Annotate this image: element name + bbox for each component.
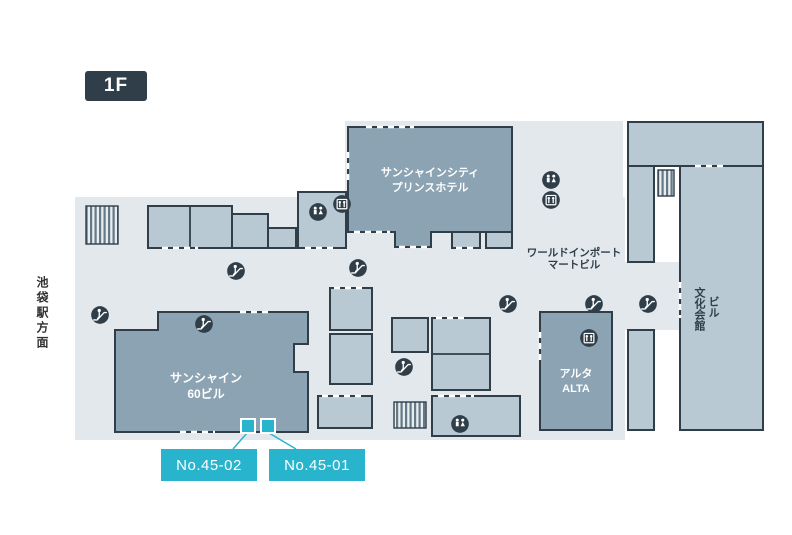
stairs xyxy=(85,205,119,245)
world-import-mart-label: ワールドインポート xyxy=(527,246,622,259)
stairs xyxy=(657,169,675,197)
escalator-icon xyxy=(638,294,658,314)
building-labels: サンシャインシティ プリンスホテル ワールドインポート マートビル 文化会館 ビ… xyxy=(170,166,720,401)
alta-building xyxy=(539,311,613,431)
bunka-kaikan-building xyxy=(627,329,655,431)
room-block xyxy=(391,317,429,353)
elevator-icon xyxy=(332,194,352,214)
escalator-icon xyxy=(394,357,414,377)
bunka-kaikan-building xyxy=(627,121,764,167)
bunka-kaikan-building xyxy=(679,165,764,431)
restroom-icon xyxy=(542,171,560,189)
prince-hotel-label: サンシャインシティ xyxy=(381,166,479,179)
restroom-icon xyxy=(309,203,327,221)
location-marker-45-02[interactable] xyxy=(240,418,256,434)
floor-badge: 1F xyxy=(85,71,147,101)
sunshine-60-label: サンシャイン xyxy=(170,371,242,385)
ad-location-markers xyxy=(232,418,297,450)
leader-line xyxy=(268,432,297,450)
stairs-group xyxy=(85,169,675,429)
escalator-icon xyxy=(194,314,214,334)
prince-hotel-label: プリンスホテル xyxy=(392,180,469,194)
room-block xyxy=(231,213,269,249)
room-block xyxy=(329,287,373,331)
floor-badge-label: 1F xyxy=(103,75,129,96)
callout-no-45-02[interactable]: No.45-02 xyxy=(161,449,257,481)
entrance-door-dashes xyxy=(162,125,725,434)
escalator-icon xyxy=(90,305,110,325)
stairs xyxy=(393,401,427,429)
bunka-kaikan-building xyxy=(627,165,655,263)
callout-label: No.45-01 xyxy=(284,456,350,474)
escalator-icon xyxy=(584,294,604,314)
bunka-kaikan-label: ビル xyxy=(707,296,720,318)
prince-hotel-building xyxy=(347,126,513,248)
room-block xyxy=(317,395,373,429)
bunka-kaikan-label: 文化会館 xyxy=(693,286,707,332)
location-marker-45-01[interactable] xyxy=(260,418,276,434)
escalator-icon xyxy=(226,261,246,281)
room-dividers xyxy=(189,206,490,355)
callout-label: No.45-02 xyxy=(176,456,242,474)
direction-label: 池袋駅方面 xyxy=(35,276,49,351)
room-block xyxy=(329,333,373,385)
escalator-icon xyxy=(348,258,368,278)
room-block xyxy=(267,227,297,249)
escalator-icon xyxy=(498,294,518,314)
elevator-icon xyxy=(541,190,561,210)
elevator-icon xyxy=(579,328,599,348)
world-import-mart-label: マートビル xyxy=(548,258,601,271)
alta-label: ALTA xyxy=(562,383,590,395)
sunshine-60-building xyxy=(114,311,309,433)
restroom-icon xyxy=(451,415,469,433)
alta-label: アルタ xyxy=(560,367,593,380)
room-block xyxy=(431,395,521,437)
leader-line xyxy=(232,432,248,450)
sunshine-60-label: 60ビル xyxy=(187,386,224,401)
buildings-main xyxy=(114,126,613,433)
callout-no-45-01[interactable]: No.45-01 xyxy=(269,449,365,481)
